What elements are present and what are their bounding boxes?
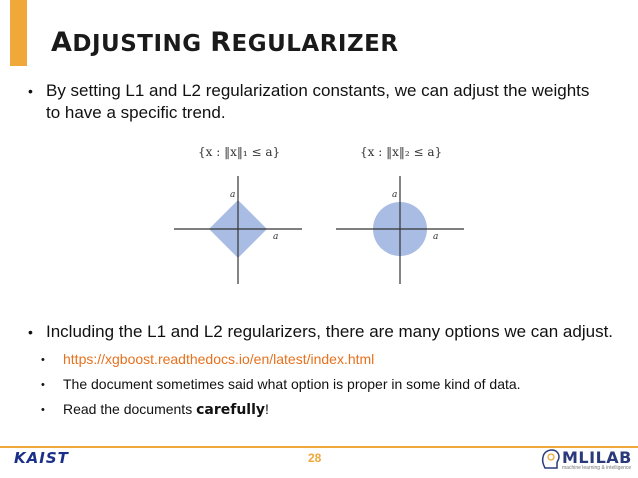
l1-axis-label-x: a (273, 232, 278, 242)
bullet-dot: • (28, 324, 33, 340)
title-accent-bar (10, 0, 27, 66)
sub-bullet-dot: • (41, 379, 45, 391)
page-number: 28 (308, 451, 322, 465)
sub-bullet-doc-note: • The document sometimes said what optio… (41, 375, 601, 393)
l2-ball-diagram: a a (336, 176, 464, 284)
bullet-text: By setting L1 and L2 regularization cons… (46, 81, 590, 122)
l1-axis-label-y: a (230, 190, 235, 200)
figures-svg: a a a a (174, 176, 464, 284)
sub-bullet-text: Read the documents carefully! (63, 400, 601, 419)
sub-bullet-link: • https://xgboost.readthedocs.io/en/late… (41, 350, 601, 368)
l2-axis-label-x: a (433, 232, 438, 242)
bullet-text: Including the L1 and L2 regularizers, th… (46, 322, 614, 341)
sub-bullet-text: The document sometimes said what option … (63, 376, 521, 392)
title-initial-r: R (210, 27, 232, 58)
footer-divider (0, 446, 638, 448)
bullet-regularization-constants: • By setting L1 and L2 regularization co… (28, 80, 598, 124)
mlilab-wordmark: MLILAB (562, 448, 632, 467)
title-word-regularizer: EGULARIZER (231, 31, 399, 57)
brain-head-icon (541, 449, 560, 469)
slide-title: ADJUSTING REGULARIZER (51, 27, 399, 58)
mlilab-tagline: machine learning & intelligence (562, 465, 632, 471)
read-suffix: ! (265, 401, 269, 417)
sub-bullet-dot: • (41, 404, 45, 416)
read-prefix: Read the documents (63, 401, 197, 417)
title-initial-a: A (51, 27, 73, 58)
bullet-many-options: • Including the L1 and L2 regularizers, … (28, 321, 618, 343)
read-emphasis: carefully (196, 402, 266, 418)
title-word-adjusting: DJUSTING (72, 31, 202, 57)
l1-ball-diagram: a a (174, 176, 302, 284)
mlilab-logo: MLILAB machine learning & intelligence (540, 448, 635, 474)
l2-axis-label-y: a (392, 190, 397, 200)
l1-figure-label: {x : ‖x‖₁ ≤ a} (198, 145, 281, 159)
sub-bullet-read-carefully: • Read the documents carefully! (41, 400, 601, 419)
xgboost-docs-link[interactable]: https://xgboost.readthedocs.io/en/latest… (63, 351, 375, 367)
sub-bullet-dot: • (41, 354, 45, 366)
kaist-logo: KAIST (14, 449, 69, 467)
bullet-dot: • (28, 83, 33, 99)
regularization-figures: {x : ‖x‖₁ ≤ a} {x : ‖x‖₂ ≤ a} a a a a (168, 142, 478, 292)
l2-figure-label: {x : ‖x‖₂ ≤ a} (360, 145, 443, 159)
